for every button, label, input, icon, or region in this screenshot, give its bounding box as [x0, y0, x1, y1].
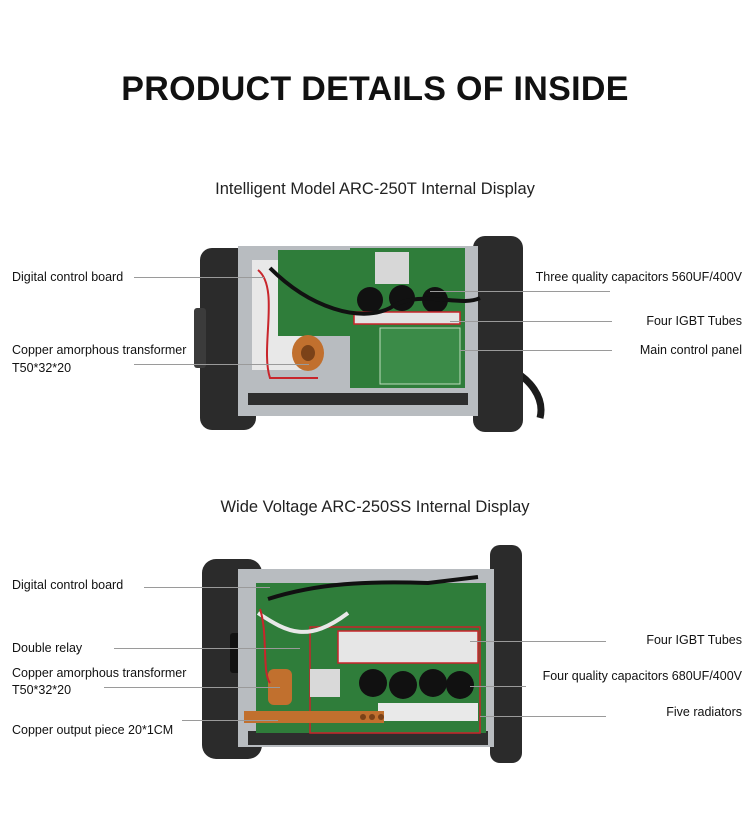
leader-line — [470, 686, 526, 687]
label-main-control-panel: Main control panel — [639, 343, 742, 357]
label-transformer-size: T50*32*20 — [12, 683, 72, 697]
leader-line — [182, 720, 278, 721]
label-copper-output-piece: Copper output piece 20*1CM — [12, 723, 174, 737]
section-1-subtitle: Intelligent Model ARC-250T Internal Disp… — [215, 180, 535, 198]
label-copper-amorphous-transformer: Copper amorphous transformer — [12, 666, 187, 680]
label-four-capacitors: Four quality capacitors 680UF/400V — [542, 669, 742, 683]
page-title: PRODUCT DETAILS OF INSIDE — [121, 70, 629, 108]
label-digital-control-board: Digital control board — [12, 578, 124, 592]
label-digital-control-board: Digital control board — [12, 270, 124, 284]
leader-line — [450, 321, 612, 322]
welder-arc-250t-internal-photo — [194, 236, 545, 432]
label-five-radiators: Five radiators — [666, 705, 742, 719]
leader-line — [430, 291, 610, 292]
label-transformer-size: T50*32*20 — [12, 361, 72, 375]
label-copper-amorphous-transformer: Copper amorphous transformer — [12, 343, 187, 357]
leader-line — [134, 277, 264, 278]
welder-arc-250ss-internal-photo — [202, 545, 522, 763]
section-2-subtitle: Wide Voltage ARC-250SS Internal Display — [220, 498, 530, 516]
leader-line — [480, 716, 606, 717]
label-three-capacitors: Three quality capacitors 560UF/400V — [535, 270, 742, 284]
leader-line — [144, 587, 270, 588]
leader-line — [460, 350, 612, 351]
label-double-relay: Double relay — [12, 641, 83, 655]
leader-line — [134, 364, 309, 365]
label-four-igbt-tubes: Four IGBT Tubes — [646, 633, 742, 647]
leader-line — [470, 641, 606, 642]
leader-line — [114, 648, 300, 649]
leader-line — [104, 687, 280, 688]
label-four-igbt-tubes: Four IGBT Tubes — [646, 314, 742, 328]
